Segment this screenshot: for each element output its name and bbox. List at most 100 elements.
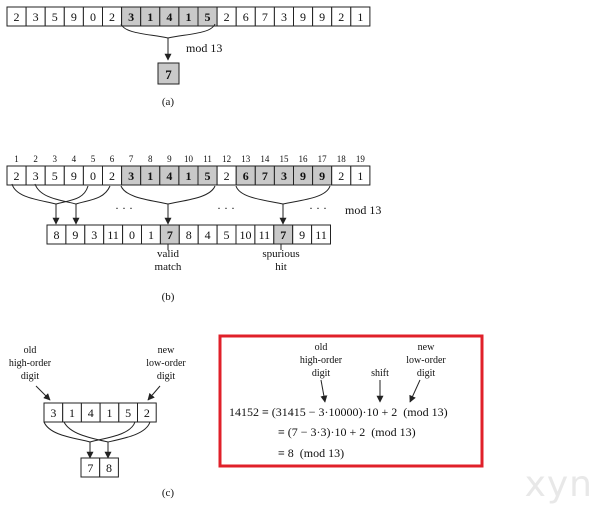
eq-new-label-1: new — [418, 342, 435, 353]
spurious-label: spurious — [262, 248, 299, 260]
digit-cell-value: 3 — [128, 10, 134, 24]
index-label: 4 — [72, 154, 77, 164]
index-label: 8 — [148, 154, 153, 164]
new-label-3: digit — [157, 371, 176, 382]
digit-cell-value: 9 — [71, 10, 77, 24]
remainder-cell-value: 9 — [299, 228, 305, 242]
digit-cell-value: 1 — [185, 10, 191, 24]
digit-cell-value: 4 — [166, 10, 172, 24]
remainder-cell-value: 8 — [186, 228, 192, 242]
old-label-3: digit — [21, 371, 40, 382]
remainder-cell-value: 5 — [224, 228, 230, 242]
digit-cell-value: 5 — [52, 10, 58, 24]
eq-new-label-3: digit — [417, 368, 436, 379]
index-label: 2 — [33, 154, 38, 164]
watermark: xyn — [524, 464, 593, 505]
eq-old-arrow — [320, 379, 328, 403]
digit-cell-value: 3 — [33, 169, 39, 183]
caption-c: (c) — [162, 487, 175, 499]
digit-cell-value: 2 — [14, 169, 20, 183]
equation-line-2: ≡ (7 − 3·3)·10 + 2 (mod 13) — [278, 425, 416, 439]
index-label: 12 — [222, 154, 231, 164]
digit-cell-value: 3 — [281, 10, 287, 24]
panel-c: old high-order digit new low-order digit… — [9, 345, 186, 499]
digit-cell-value: 1 — [69, 406, 75, 420]
digit-cell-value: 9 — [300, 169, 306, 183]
index-label: 5 — [91, 154, 96, 164]
digit-cell-value: 2 — [338, 169, 344, 183]
old-label-1: old — [24, 345, 37, 356]
digit-cell-value: 5 — [205, 169, 211, 183]
remainder-cell-box — [311, 224, 332, 245]
mod-label: mod 13 — [345, 203, 381, 217]
digit-cell-value: 9 — [71, 169, 77, 183]
equation-line-1: 14152 ≡ (31415 − 3·10000)·10 + 2 (mod 13… — [229, 405, 448, 419]
digit-cell-value: 3 — [33, 10, 39, 24]
digit-cell-value: 6 — [243, 169, 249, 183]
digit-cell-box — [350, 165, 371, 186]
index-label: 1 — [14, 154, 19, 164]
remainder-cell-value: 7 — [167, 228, 173, 242]
caption-a: (a) — [162, 96, 175, 108]
digit-cell-value: 2 — [338, 10, 344, 24]
digit-cell-value: 1 — [357, 10, 363, 24]
digit-cell-value: 9 — [319, 10, 325, 24]
result-cell-box — [99, 457, 119, 478]
digit-cell-value: 2 — [109, 169, 115, 183]
remainder-cell-value: 11 — [259, 228, 271, 242]
digit-cell-value: 1 — [147, 10, 153, 24]
index-label: 16 — [299, 154, 309, 164]
index-label: 3 — [53, 154, 58, 164]
ellipsis-1: · · · — [115, 201, 133, 215]
digit-cell-value: 1 — [147, 169, 153, 183]
remainder-cell-value: 0 — [129, 228, 135, 242]
index-label: 18 — [337, 154, 347, 164]
highlight-frame — [218, 334, 484, 468]
digit-cell-value: 7 — [262, 10, 268, 24]
digit-cell-value: 6 — [243, 10, 249, 24]
digit-cell-value: 2 — [109, 10, 115, 24]
result-box — [157, 62, 180, 85]
eq-new-label-2: low-order — [406, 355, 446, 366]
ellipsis-2: · · · — [217, 201, 235, 215]
digit-cell-value: 9 — [300, 10, 306, 24]
digit-cell-value: 2 — [224, 169, 230, 183]
eq-old-label-1: old — [315, 342, 328, 353]
mod-label: mod 13 — [186, 41, 222, 55]
digit-cell-value: 5 — [125, 406, 131, 420]
digit-cell-value: 1 — [106, 406, 112, 420]
index-label: 13 — [241, 154, 251, 164]
digit-cell-box — [137, 402, 157, 423]
remainder-cell-value: 4 — [205, 228, 211, 242]
valid-label: valid — [157, 248, 179, 260]
remainder-cell-value: 9 — [72, 228, 78, 242]
remainder-cell-value: 3 — [91, 228, 97, 242]
new-label-1: new — [158, 345, 175, 356]
index-label: 7 — [129, 154, 134, 164]
digit-cell-value: 3 — [281, 169, 287, 183]
index-label: 19 — [356, 154, 366, 164]
new-label-2: low-order — [146, 358, 186, 369]
index-label: 10 — [184, 154, 194, 164]
eq-old-label-3: digit — [312, 368, 331, 379]
digit-cell-value: 0 — [90, 10, 96, 24]
digit-cell-value: 2 — [14, 10, 20, 24]
hit-label: hit — [275, 261, 287, 273]
ellipsis-3: · · · — [309, 201, 327, 215]
digit-cell-value: 2 — [224, 10, 230, 24]
remainder-cell-value: 11 — [107, 228, 119, 242]
digit-cell-value: 0 — [90, 169, 96, 183]
result-value: 7 — [165, 67, 172, 82]
digit-cell-value: 9 — [319, 169, 325, 183]
digit-cell-value: 1 — [357, 169, 363, 183]
digit-cell-value: 7 — [262, 169, 268, 183]
result-cell-value: 7 — [87, 461, 93, 475]
new-digit-arrow — [147, 385, 161, 401]
